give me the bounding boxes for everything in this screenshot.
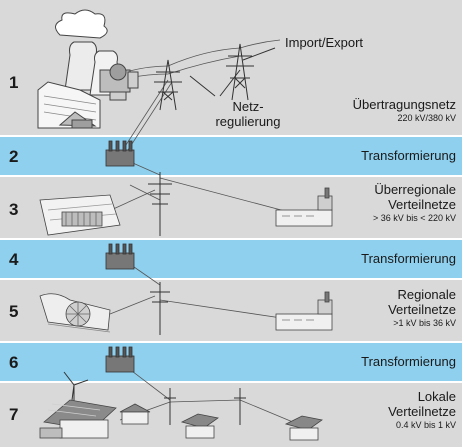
level-number-7: 7 — [9, 405, 19, 424]
factory-icon — [275, 187, 333, 227]
level-3-title-line2: Verteilnetze — [388, 196, 456, 212]
level-5-voltage: >1 kV bis 36 kV — [393, 317, 456, 328]
transmission-tower-icon — [226, 43, 254, 101]
row-dividers — [0, 135, 462, 383]
level-2-title: Transformierung — [361, 148, 456, 163]
level-3-voltage: > 36 kV bis < 220 kV — [372, 212, 456, 223]
level-1-label: Übertragungsnetz 220 kV/380 kV — [352, 97, 456, 123]
transmission-tower-icon — [154, 59, 182, 111]
level-number-4: 4 — [9, 250, 19, 269]
level-number-2: 2 — [9, 147, 19, 166]
band-level-4 — [0, 240, 462, 278]
cables — [99, 39, 301, 426]
pylon-icon — [148, 172, 172, 236]
transformer-icon — [105, 140, 135, 167]
netzregulierung-line1: Netz- — [232, 99, 264, 114]
netzregulierung-line2: regulierung — [215, 113, 281, 129]
power-plant-icon — [37, 9, 139, 129]
level-5-title-line1: Regionale — [397, 287, 456, 302]
level-1-title: Übertragungsnetz — [352, 97, 456, 112]
band-level-2 — [0, 137, 462, 175]
transformer-icon — [105, 346, 135, 373]
level-3-title-line1: Überregionale — [374, 182, 456, 197]
level-6-title: Transformierung — [361, 354, 456, 369]
solar-house-icon — [39, 399, 117, 439]
level-1-voltage: 220 kV/380 kV — [397, 112, 456, 123]
level-7-title-line1: Lokale — [417, 389, 456, 404]
level-4-title: Transformierung — [361, 251, 456, 266]
pole-icon — [164, 388, 246, 425]
level-7-title-line2: Verteilnetze — [388, 403, 456, 419]
level-number-5: 5 — [9, 302, 19, 321]
band-level-6 — [0, 343, 462, 381]
level-7-label: Lokale Verteilnetze 0.4 kV bis 1 kV — [388, 389, 456, 430]
level-number-1: 1 — [9, 73, 19, 92]
level-3-label: Überregionale Verteilnetze > 36 kV bis <… — [372, 182, 456, 223]
level-5-title-line2: Verteilnetze — [388, 301, 456, 317]
netzregulierung-label: Netz- regulierung — [208, 99, 288, 130]
level-5-label: Regionale Verteilnetze >1 kV bis 36 kV — [388, 287, 456, 328]
transformer-icon — [105, 243, 135, 270]
level-number-3: 3 — [9, 200, 19, 219]
hydro-dam-icon — [39, 194, 121, 236]
annotation-pointers — [189, 47, 276, 97]
house-icon — [119, 403, 323, 441]
level-number-6: 6 — [9, 353, 19, 372]
pylon-icon — [150, 282, 170, 335]
factory-icon — [275, 291, 333, 331]
water-wheel-icon — [39, 293, 111, 333]
level-7-voltage: 0.4 kV bis 1 kV — [395, 419, 456, 430]
import-export-label: Import/Export — [285, 35, 364, 50]
